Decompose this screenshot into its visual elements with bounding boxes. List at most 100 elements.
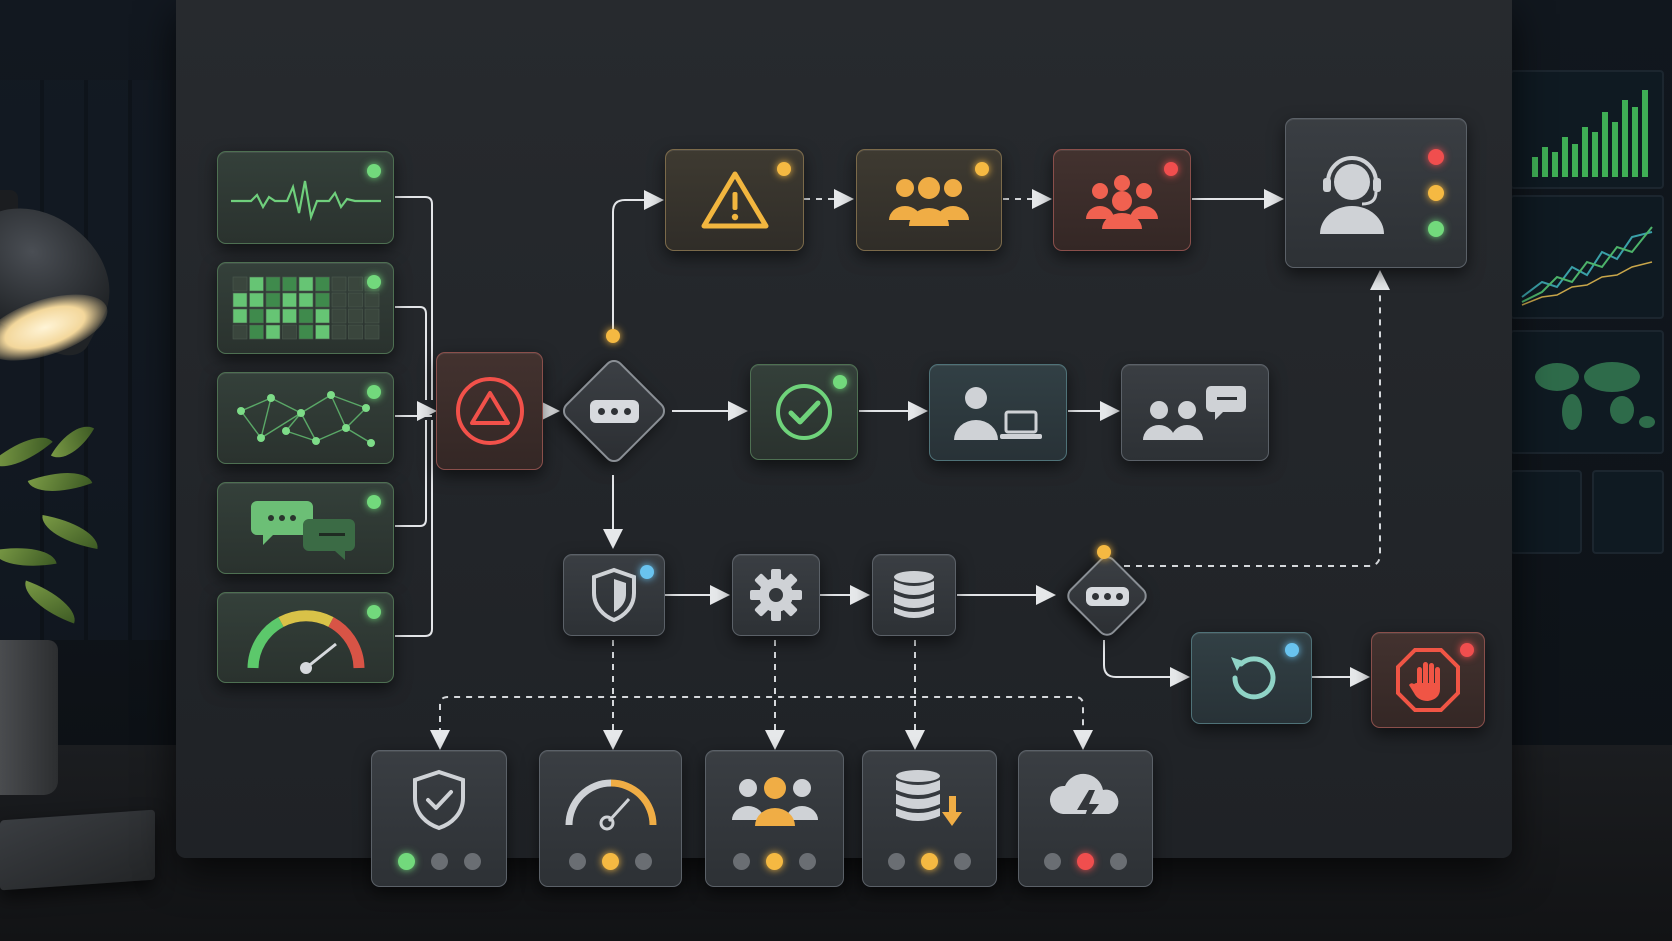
heartbeat-waveform-icon — [230, 180, 381, 221]
check-circle-icon — [776, 384, 832, 440]
escalation-warning-node[interactable] — [665, 149, 804, 251]
input-node-heatmap[interactable] — [217, 262, 394, 354]
status-light-amber — [1428, 185, 1444, 201]
background-monitor — [1510, 470, 1582, 554]
output-node-backup[interactable] — [862, 750, 997, 887]
chat-bubbles-icon — [250, 501, 355, 560]
status-light — [888, 853, 905, 870]
status-light-green — [1428, 221, 1444, 237]
background-monitor — [1510, 70, 1664, 189]
heatmap-cell — [248, 308, 264, 324]
status-light — [1044, 853, 1061, 870]
status-dot — [1460, 643, 1474, 657]
heatmap-cell — [331, 308, 346, 324]
retry-arrow-icon — [1230, 656, 1275, 700]
heatmap-cell — [347, 308, 363, 324]
output-node-cloud[interactable] — [1018, 750, 1153, 887]
heatmap-cell — [298, 292, 313, 308]
status-dot — [367, 275, 381, 289]
background-window — [0, 80, 170, 640]
input-node-heartbeat[interactable] — [217, 151, 394, 244]
heatmap-cell — [265, 324, 280, 340]
escalation-team-node[interactable] — [856, 149, 1002, 251]
heatmap-grid-icon — [232, 276, 379, 340]
alert-trigger-node[interactable] — [436, 352, 543, 470]
background-monitor — [1592, 470, 1664, 554]
heatmap-cell — [331, 276, 346, 292]
heatmap-cell — [298, 276, 313, 292]
status-dot — [975, 162, 989, 176]
database-node[interactable] — [872, 554, 956, 636]
settings-gear-node[interactable] — [732, 554, 820, 636]
status-light — [1110, 853, 1127, 870]
database-icon — [894, 571, 934, 618]
heatmap-cell — [347, 292, 363, 308]
status-lights — [372, 853, 506, 870]
status-light — [430, 853, 448, 870]
line-chart-screen-icon — [1521, 226, 1653, 306]
heatmap-cell — [314, 324, 330, 340]
users-chat-icon — [1143, 385, 1246, 440]
status-light — [635, 853, 652, 870]
heatmap-cell — [281, 324, 297, 340]
heatmap-cell — [248, 292, 264, 308]
retry-node[interactable] — [1191, 632, 1312, 724]
user-laptop-icon — [954, 386, 1042, 440]
heatmap-cell — [364, 324, 379, 340]
network-graph-icon — [236, 391, 375, 447]
heatmap-cell — [314, 276, 330, 292]
shield-icon — [592, 567, 636, 623]
heatmap-cell — [232, 292, 247, 308]
stop-node[interactable] — [1371, 632, 1485, 728]
output-node-compliance[interactable] — [371, 750, 507, 887]
heatmap-cell — [265, 292, 280, 308]
status-light-red — [1428, 149, 1444, 165]
status-light — [397, 853, 415, 870]
status-light — [1077, 853, 1094, 870]
escalation-critical-team-node[interactable] — [1053, 149, 1191, 251]
resolved-check-node[interactable] — [750, 364, 858, 460]
decision-glyph — [575, 372, 653, 450]
background-monitor — [1510, 195, 1664, 319]
status-light — [799, 853, 816, 870]
heatmap-cell — [298, 324, 313, 340]
security-shield-node[interactable] — [563, 554, 665, 636]
status-dot — [1285, 643, 1299, 657]
support-agent-node[interactable] — [1285, 118, 1467, 268]
output-node-performance[interactable] — [539, 750, 682, 887]
users-chat-node[interactable] — [1121, 364, 1269, 461]
input-node-network[interactable] — [217, 372, 394, 464]
decision-status-dot — [606, 329, 620, 343]
heatmap-cell — [248, 324, 264, 340]
headset-agent-icon — [1320, 156, 1384, 234]
status-dot — [367, 385, 381, 399]
status-light — [733, 853, 750, 870]
heatmap-cell — [232, 324, 247, 340]
status-light — [954, 853, 971, 870]
status-dot — [640, 565, 654, 579]
decision-glyph — [1076, 565, 1138, 627]
heatmap-cell — [265, 308, 280, 324]
heatmap-cell — [347, 324, 363, 340]
input-node-gauge[interactable] — [217, 592, 394, 683]
heatmap-cell — [347, 276, 363, 292]
warning-triangle-icon — [701, 171, 768, 229]
world-map-screen-icon — [1535, 362, 1655, 430]
decision-status-dot — [1097, 545, 1111, 559]
status-dot — [833, 375, 847, 389]
status-lights — [1019, 853, 1152, 870]
ellipsis-icon — [1085, 586, 1129, 606]
output-node-team[interactable] — [705, 750, 844, 887]
stop-hand-icon — [1396, 648, 1460, 712]
status-light — [921, 853, 938, 870]
input-node-chat[interactable] — [217, 482, 394, 574]
heatmap-cell — [314, 308, 330, 324]
heatmap-cell — [265, 276, 280, 292]
status-dot — [367, 164, 381, 178]
database-download-icon — [895, 769, 962, 826]
status-light — [602, 853, 619, 870]
status-lights — [706, 853, 843, 870]
user-laptop-node[interactable] — [929, 364, 1067, 461]
gear-icon — [750, 569, 802, 621]
